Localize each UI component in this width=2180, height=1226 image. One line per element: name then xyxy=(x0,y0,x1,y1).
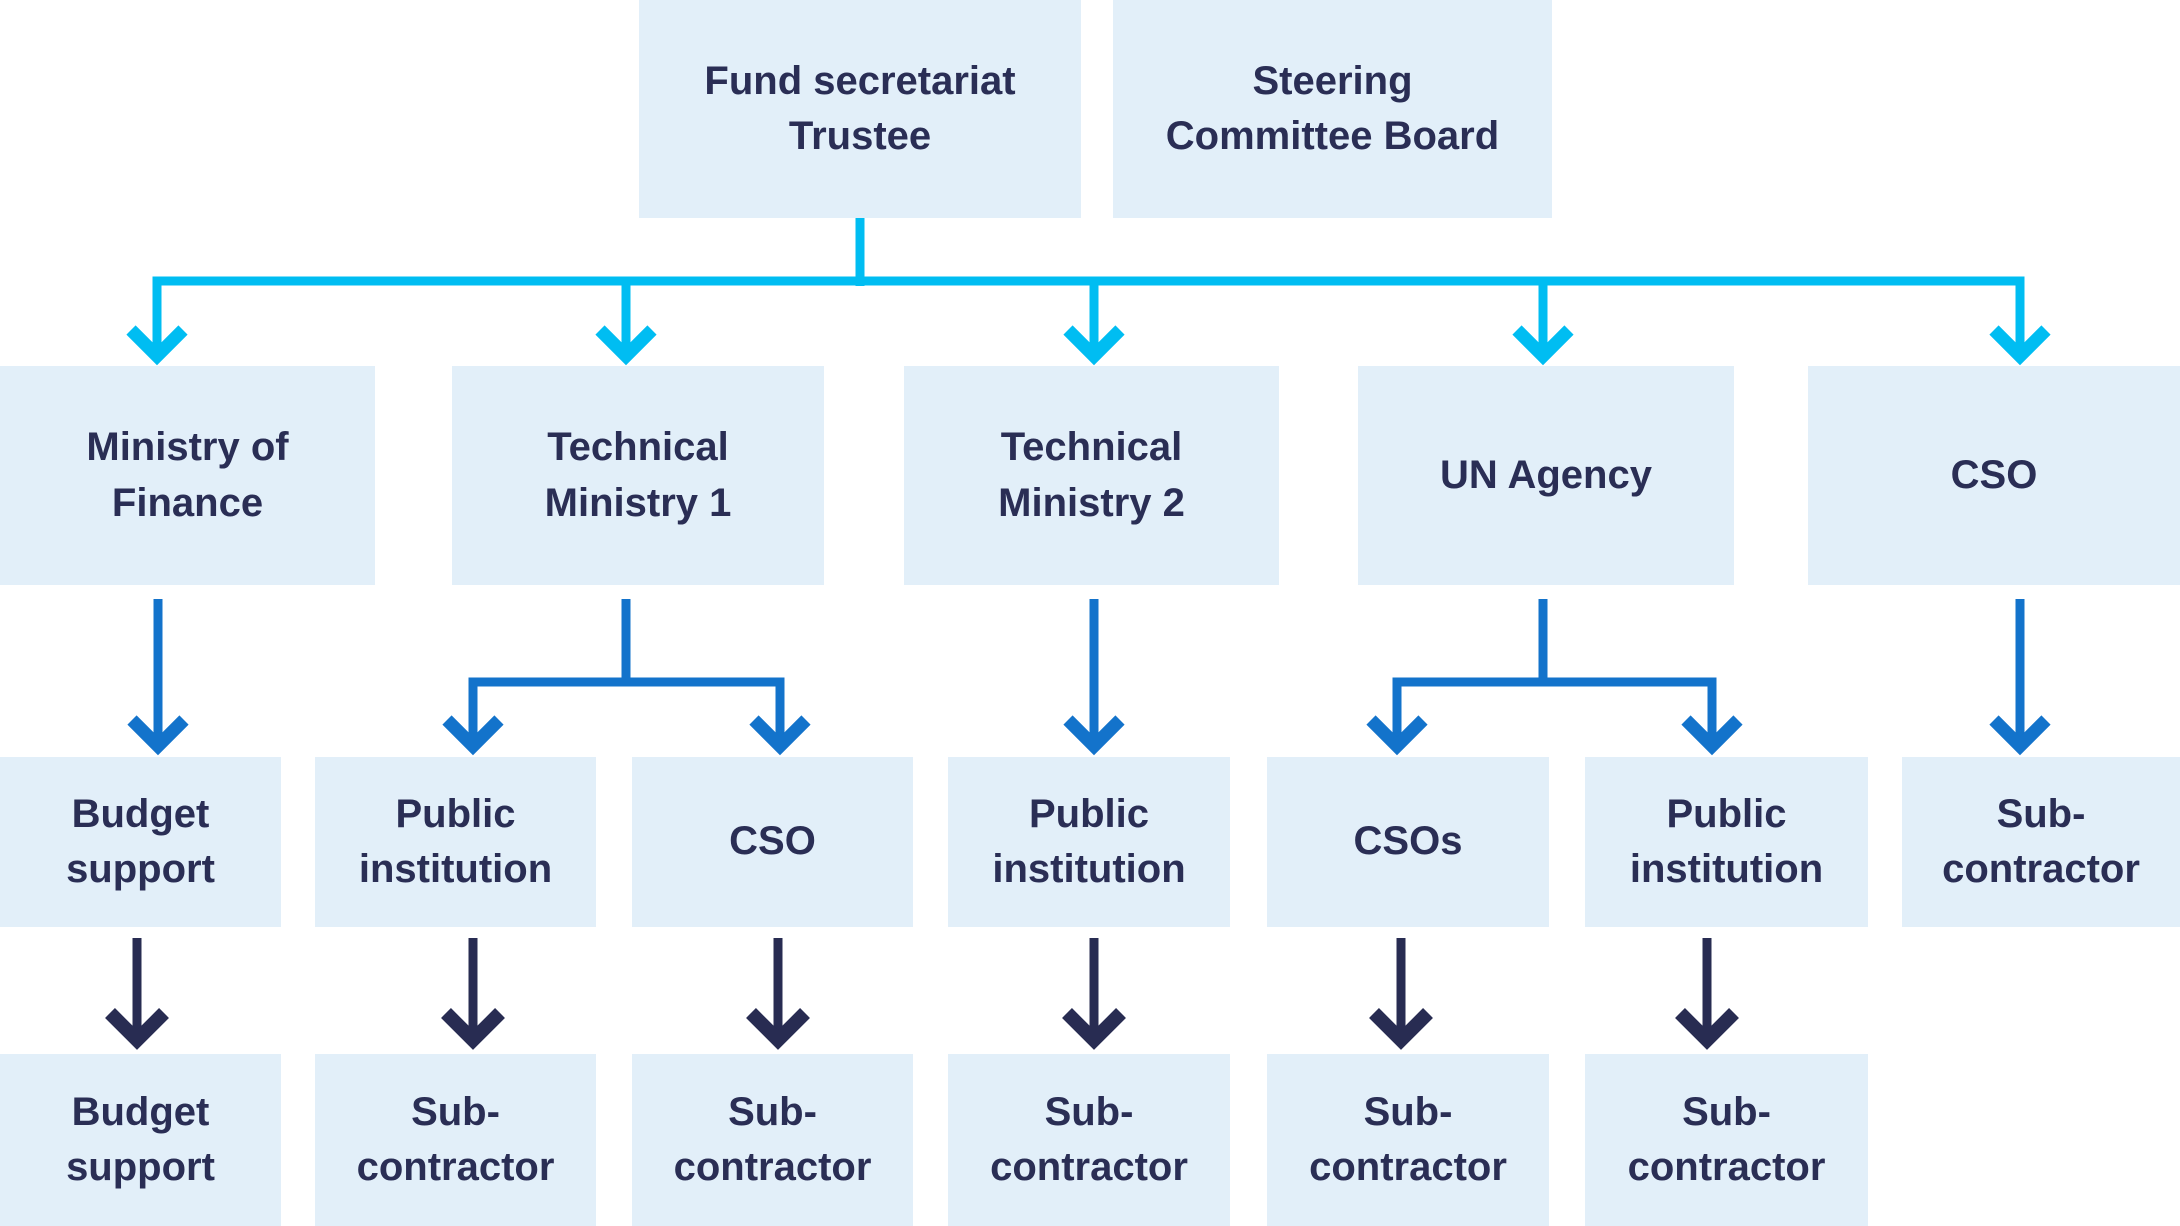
arrowhead-icon xyxy=(442,715,504,756)
node-sub-contractor-5: Sub- contractor xyxy=(1267,1054,1549,1226)
edge-line xyxy=(468,677,785,740)
arrowhead-icon xyxy=(1369,1008,1433,1050)
node-sub-contractor-4: Sub- contractor xyxy=(948,1054,1230,1226)
node-label: UN Agency xyxy=(1440,452,1652,497)
node-label: Sub- contractor xyxy=(1627,1089,1826,1189)
edges-level2-to-level3 xyxy=(127,599,2051,756)
arrowhead-icon xyxy=(595,325,657,366)
node-cso-level3: CSO xyxy=(632,757,913,927)
arrowhead-icon xyxy=(1366,715,1428,756)
edge-line xyxy=(152,276,2025,350)
arrowhead-icon xyxy=(1063,325,1125,366)
edges-trustee-to-level2 xyxy=(126,218,2051,366)
node-label: Fund secretariat Trustee xyxy=(704,58,1016,158)
node-steering-committee-board: Steering Committee Board xyxy=(1113,0,1552,218)
arrowhead-icon xyxy=(1681,715,1743,756)
node-technical-ministry-2: Technical Ministry 2 xyxy=(904,366,1279,585)
arrowhead-icon xyxy=(126,325,188,366)
node-budget-support-2: Budget support xyxy=(0,1054,281,1226)
node-csos: CSOs xyxy=(1267,757,1549,927)
arrowhead-icon xyxy=(1989,325,2051,366)
node-label: Sub- contractor xyxy=(356,1089,555,1189)
node-label: Ministry of Finance xyxy=(86,425,289,525)
node-label: Technical Ministry 2 xyxy=(998,425,1185,525)
node-public-institution-2: Public institution xyxy=(948,757,1230,927)
arrowhead-icon xyxy=(105,1008,169,1050)
node-label: CSOs xyxy=(1353,819,1463,864)
arrowhead-icon xyxy=(1512,325,1574,366)
node-label: Sub- contractor xyxy=(990,1089,1188,1189)
node-label: Public institution xyxy=(1629,791,1824,891)
node-cso: CSO xyxy=(1808,366,2180,585)
node-sub-contractor-6: Sub- contractor xyxy=(1585,1054,1868,1226)
node-label: Sub- contractor xyxy=(1942,791,2140,891)
node-sub-contractor-1: Sub- contractor xyxy=(1902,757,2180,927)
node-ministry-of-finance: Ministry of Finance xyxy=(0,366,375,585)
node-technical-ministry-1: Technical Ministry 1 xyxy=(452,366,824,585)
node-sub-contractor-3: Sub- contractor xyxy=(632,1054,913,1226)
arrowhead-icon xyxy=(746,1008,810,1050)
edges-level3-to-level4 xyxy=(105,938,1739,1050)
arrowhead-icon xyxy=(1063,715,1125,756)
node-label: CSO xyxy=(729,819,816,864)
node-label: Sub- contractor xyxy=(1309,1089,1507,1189)
node-label: Budget support xyxy=(66,1089,215,1189)
arrowhead-icon xyxy=(1062,1008,1126,1050)
node-label: Sub- contractor xyxy=(673,1089,872,1189)
node-public-institution-3: Public institution xyxy=(1585,757,1868,927)
node-label: Budget support xyxy=(66,791,215,891)
arrowhead-icon xyxy=(1675,1008,1739,1050)
arrowhead-icon xyxy=(127,715,189,756)
edge-line xyxy=(1392,677,1717,740)
node-label: Steering Committee Board xyxy=(1165,58,1500,158)
node-budget-support-1: Budget support xyxy=(0,757,281,927)
node-sub-contractor-2: Sub- contractor xyxy=(315,1054,596,1226)
node-label: Public institution xyxy=(358,791,553,891)
node-public-institution-1: Public institution xyxy=(315,757,596,927)
arrowhead-icon xyxy=(1989,715,2051,756)
arrowhead-icon xyxy=(441,1008,505,1050)
node-label: Public institution xyxy=(992,791,1186,891)
node-un-agency: UN Agency xyxy=(1358,366,1734,585)
node-fund-secretariat-trustee: Fund secretariat Trustee xyxy=(639,0,1081,218)
node-label: CSO xyxy=(1950,452,2038,497)
node-label: Technical Ministry 1 xyxy=(544,425,732,525)
arrowhead-icon xyxy=(749,715,811,756)
